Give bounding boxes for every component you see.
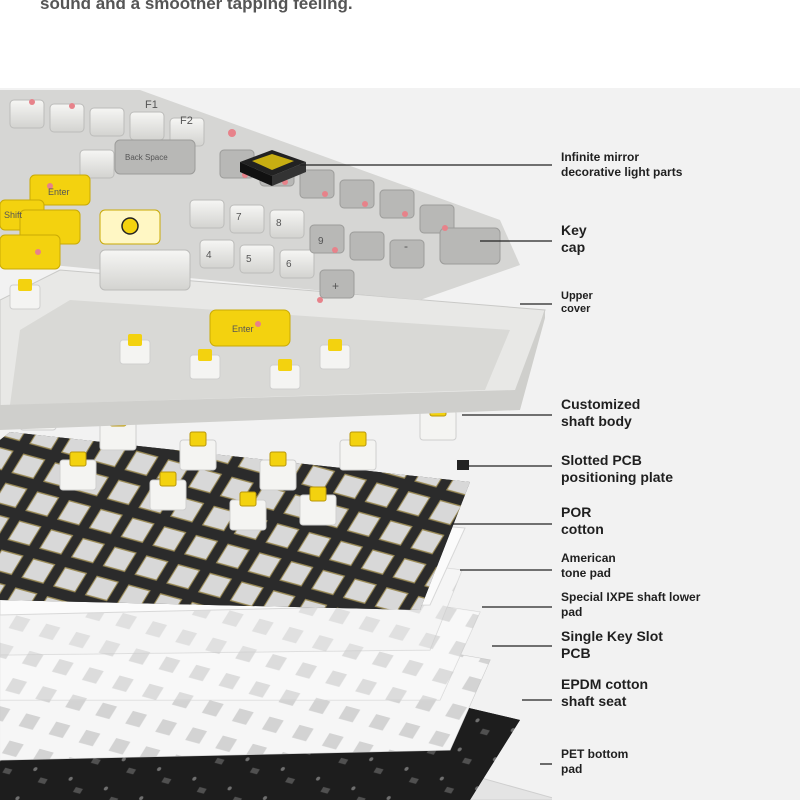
keycap-legend: + xyxy=(332,279,339,293)
keycap-legend: F1 xyxy=(145,99,158,111)
keycap-legend: 8 xyxy=(276,218,282,229)
keycap-legend: Shift xyxy=(4,210,23,220)
label-shaft-body: Customized shaft body xyxy=(561,396,641,430)
label-upper-cover: Upper cover xyxy=(561,290,593,316)
label-tone-pad: American tone pad xyxy=(561,551,616,580)
keycap-legend: 4 xyxy=(206,250,212,261)
keycap-legend: 5 xyxy=(246,254,252,265)
label-single-pcb: Single Key Slot PCB xyxy=(561,628,663,662)
keycap-layer: F1 F2 Back Space Enter Shift Enter 7 8 9… xyxy=(0,90,520,347)
label-pet-pad: PET bottom pad xyxy=(561,747,629,776)
mirror-light-part xyxy=(240,150,306,186)
keycap-legend: Enter xyxy=(232,324,254,334)
keycap-legend: F2 xyxy=(180,115,193,127)
label-epdm-cotton: EPDM cotton shaft seat xyxy=(561,676,649,710)
keycap-legend: - xyxy=(404,239,408,253)
label-key-cap: Key cap xyxy=(561,222,587,256)
keycap-legend: Back Space xyxy=(125,153,168,162)
upper-cover-frame xyxy=(0,269,546,430)
caption-text: sound and a smoother tapping feeling. xyxy=(40,0,353,13)
label-por-cotton: POR cotton xyxy=(561,504,604,538)
label-mirror-light: Infinite mirror decorative light parts xyxy=(561,150,683,179)
keycap-legend: Enter xyxy=(48,187,70,197)
label-pcb-plate: Slotted PCB positioning plate xyxy=(561,452,673,486)
keycap-legend: 6 xyxy=(286,259,292,270)
keycap-legend: 9 xyxy=(318,236,324,247)
label-ixpe-pad: Special IXPE shaft lower pad xyxy=(561,590,701,619)
keycap-legend: 7 xyxy=(236,212,242,223)
keyboard-exploded-view: F1 F2 Back Space Enter Shift Enter 7 8 9… xyxy=(0,90,552,800)
callout-lines xyxy=(300,164,552,765)
switch-row-upper xyxy=(9,279,351,390)
